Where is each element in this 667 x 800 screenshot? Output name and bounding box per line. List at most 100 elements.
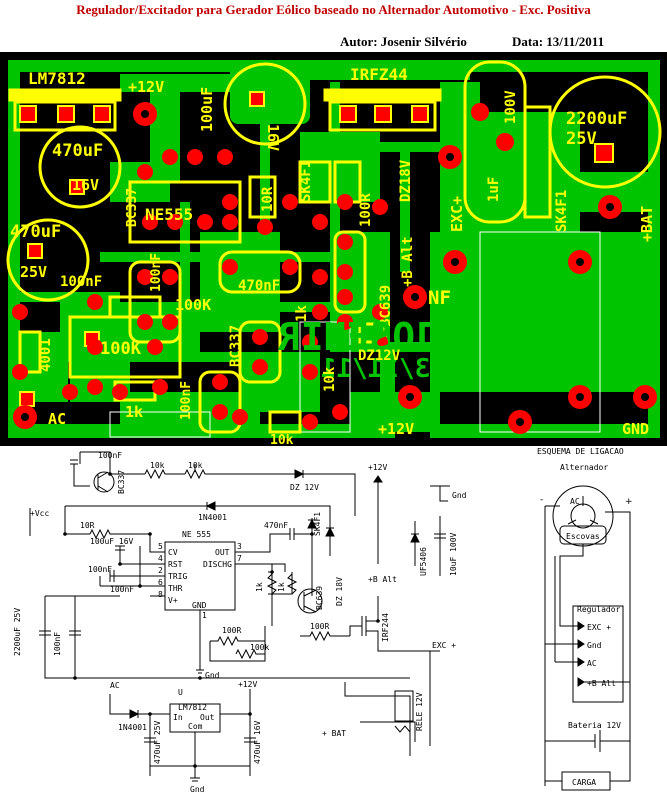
pcb-label-12v-top: +12V [128,78,164,96]
schem-label-10k: 10k [150,461,165,470]
pcb-label-470uf-a: 470uF [52,141,103,161]
pcb-label-nf: NF [428,287,451,309]
pcb-label-10k-b: 10k [270,433,294,446]
schem-pin-3: 3 [237,542,242,551]
date-label: Data: 13/11/2011 [512,34,605,49]
pcb-label-ne555: NE555 [145,205,193,224]
schem-label-100r-b: 100R [310,622,329,631]
pcb-label-470nf: 470nF [238,278,280,294]
schem-label-bc639: BC639 [315,586,324,610]
pcb-label-gnd: GND [622,420,649,438]
schem-label-1k-b: 1k [277,582,286,592]
schem-label-uf5406: UF5406 [419,547,428,576]
schem-label-100nf-c: 100nF [110,585,134,594]
schem-label-470uf25v: 470uF 25V [153,720,162,764]
schem-label-sk4f1: SK4F1 [313,512,322,536]
pcb-label-1k-b: 1k [125,403,143,421]
wiring-bateria: Bateria 12V [568,721,621,730]
pcb-label-1uf: 1uF [486,177,502,202]
pcb-label-100nf-c: 100nF [179,381,194,420]
wiring-carga: CARGA [572,778,596,787]
schem-label-bc337: BC337 [117,470,126,494]
schem-label-bat: + BAT [322,729,346,738]
pcb-label-exc: EXC+ [448,196,466,232]
wiring-regulador: Regulador [577,605,621,614]
schem-label-u: U [178,688,183,697]
pcb-label-dz12v: DZ12V [358,348,401,364]
schem-pin-1: 1 [202,611,207,620]
schem-label-rele: RELE 12V [415,692,424,731]
schem-pin-2: 2 [158,566,163,575]
schem-label-dischg: DISCHG [203,560,232,569]
wiring-gnd: Gnd [587,641,602,650]
pcb-label-100v: 100V [503,90,519,124]
schem-label-exc: EXC + [432,641,456,650]
schem-pin-8: 8 [158,590,163,599]
schem-label-gnd-b: Gnd [190,785,205,794]
pcb-label-16v: 16V [264,124,282,151]
schem-label-2200uf: 2200uF 25V [13,608,22,656]
pcb-label-100uf: 100uF [198,87,216,132]
author-label: Autor: Josenir Silvério [340,34,467,49]
schem-label-12v-b: +12V [238,680,257,689]
page-title: Regulador/Excitador para Gerador Eólico … [76,2,591,17]
schem-label-thr: THR [168,584,183,593]
pcb-label-irfz44: IRFZ44 [350,65,408,84]
schem-label-gnd-a: Gnd [452,491,467,500]
schem-label-470uf16v: 470uF 16V [253,720,262,764]
schem-label-100nf-b: 100nF [88,565,112,574]
pcb-label-100r: 100R [358,193,374,227]
schem-label-100nf-d: 100nF [53,632,62,656]
schem-label-rst: RST [168,560,183,569]
pcb-label-10k: 10k [322,366,338,392]
schem-label-dz12v: DZ 12V [290,483,319,492]
pcb-label-1k-a: 1k [294,305,310,322]
pcb-layout: LM7812 +12V 100uF 16V IRFZ44 100V 2200uF… [0,52,667,446]
wiring-ac2: AC [587,659,597,668]
schem-label-gnd-c: Gnd [205,671,220,680]
wiring-title: ESQUEMA DE LIGACAO [537,447,624,456]
schem-label-out: OUT [215,548,230,557]
pcb-label-ac: AC [48,410,66,428]
wiring-plus: + [625,497,633,507]
schem-label-ac: AC [110,681,120,690]
schem-label-1n4001-b: 1N4001 [118,723,147,732]
schem-label-out-b: Out [200,713,215,722]
schem-pin-7: 7 [237,554,242,563]
pcb-label-bat: +BAT [638,206,656,242]
pcb-label-100k-pot: 100K [100,339,142,359]
pcb-label-lm7812: LM7812 [28,69,86,88]
schem-label-gnd-pin: GND [192,601,207,610]
schem-label-lm7812: LM7812 [178,703,207,712]
schem-pin-4: 4 [158,554,163,563]
schem-pin-5: 5 [158,542,163,551]
pcb-label-16v-b: 16V [72,176,99,194]
schem-label-10r: 10R [80,521,95,530]
pcb-label-470uf-b: 470uF [10,222,61,242]
schem-label-in: In [173,713,183,722]
schem-label-1n4001-a: 1N4001 [198,513,227,522]
schem-label-10uf100v: 10uF 100V [449,532,458,576]
schem-label-100k: 100k [250,643,269,652]
schem-label-vplus: V+ [168,596,178,605]
wiring-exc: EXC + [587,623,611,632]
pcb-label-25v-b: 25V [20,263,47,281]
schem-label-trig: TRIG [168,572,187,581]
schem-label-100nf-top: 100nF [98,451,122,460]
pcb-label-4001: 4001 [38,338,54,372]
pcb-label-bc337-top: BC337 [125,188,140,227]
schem-label-cv: CV [168,548,178,557]
pcb-label-10r: 10R [260,186,276,212]
wiring-escovas: Escovas [566,532,600,541]
pcb-label-bc337-b: BC337 [228,325,244,367]
wiring-alternator: Alternador [560,463,608,472]
pcb-label-100nf-b: 100nF [60,274,102,290]
schem-label-dz18v: DZ 18V [335,577,344,606]
wiring-b-alt: +B Alt [587,679,616,688]
wiring-ac: AC [570,497,580,506]
wiring-minus: - [540,495,543,505]
pcb-label-25v: 25V [566,129,597,149]
pcb-label-12v-bottom: +12V [378,420,414,438]
schem-label-com: Com [188,722,203,731]
pcb-label-dz18v: DZ18V [398,159,414,202]
